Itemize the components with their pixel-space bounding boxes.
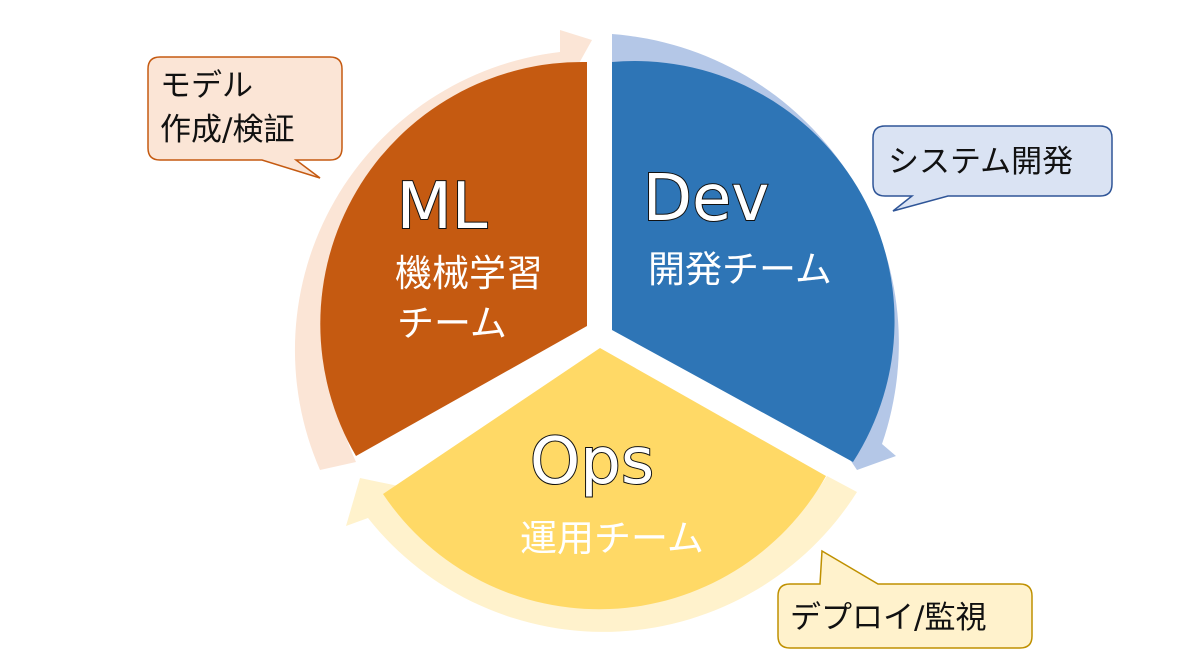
callouts: モデル 作成/検証 システム開発 デプロイ/監視: [147, 56, 1113, 649]
pie-segments: [320, 61, 895, 610]
ml-callout-line-2: 作成/検証: [160, 112, 294, 148]
dev-segment: [612, 61, 895, 462]
ops-segment: [383, 348, 826, 610]
ops-cycle-arrow: [346, 476, 857, 632]
ml-subtitle-line-1: 機械学習: [395, 252, 543, 295]
ml-segment: [320, 61, 587, 456]
ml-subtitle-line-2: チーム: [397, 302, 507, 345]
ops-subtitle-line-1: 運用チーム: [520, 517, 704, 560]
ml-title: ML: [397, 170, 488, 244]
dev-callout-bubble: [872, 125, 1113, 212]
segment-labels: ML 機械学習 チーム Dev 開発チーム Ops 運用チーム: [395, 161, 832, 560]
dev-title: Dev: [643, 162, 770, 236]
ops-callout-line-1: デプロイ/監視: [790, 600, 986, 636]
ml-callout-line-1: モデル: [160, 68, 253, 104]
ml-callout: モデル 作成/検証: [147, 56, 343, 179]
dev-callout-line-1: システム開発: [888, 144, 1073, 180]
ops-callout: デプロイ/監視: [777, 549, 1033, 649]
ops-title: Ops: [530, 425, 654, 499]
dev-callout: システム開発: [872, 125, 1113, 212]
ops-callout-bubble: [777, 549, 1033, 649]
ml-callout-bubble: [147, 56, 343, 179]
dev-subtitle-line-1: 開発チーム: [648, 248, 832, 291]
